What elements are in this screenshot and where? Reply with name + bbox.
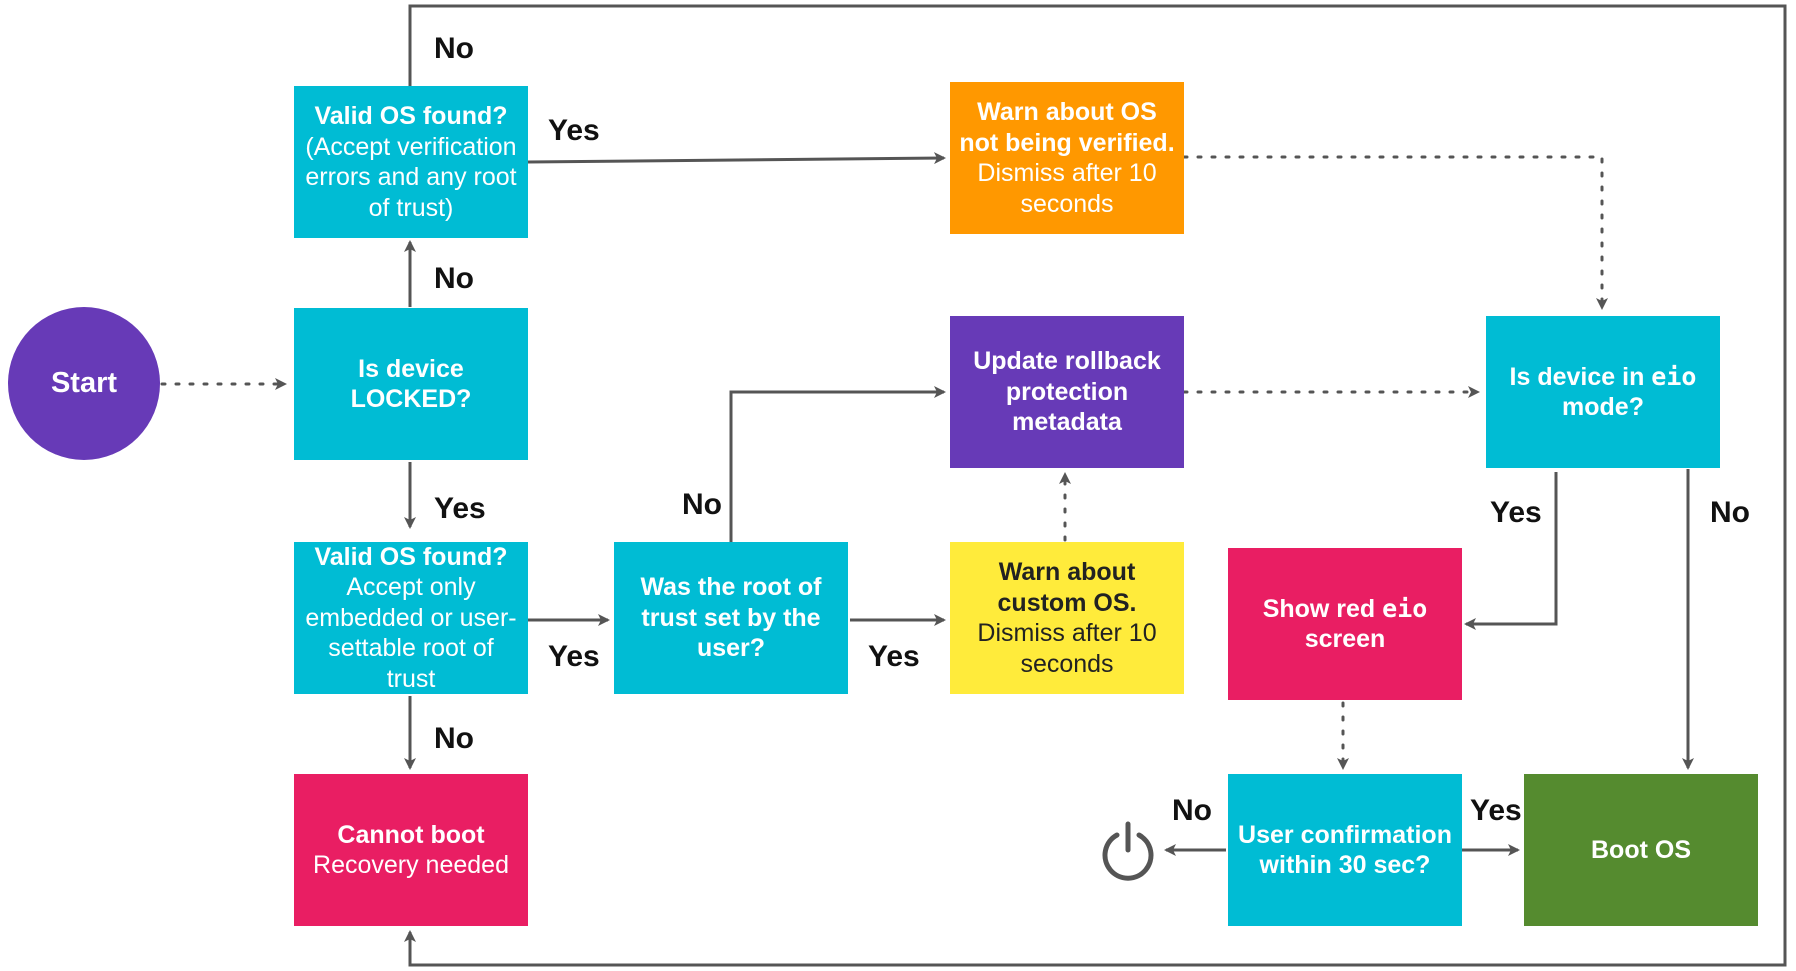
label-yes-root: Yes bbox=[868, 640, 920, 673]
cannot-boot-subtitle: Recovery needed bbox=[313, 851, 509, 879]
device-locked-title: Is device LOCKED? bbox=[350, 354, 472, 414]
user-confirm-node: User confirmation within 30 sec? bbox=[1228, 774, 1462, 926]
valid-os-unlocked-node: Valid OS found? (Accept verification err… bbox=[294, 86, 528, 238]
edge-warn-to-eio bbox=[1182, 155, 1608, 310]
edge-top-loop bbox=[404, 4, 1787, 967]
power-icon bbox=[1102, 821, 1154, 881]
device-locked-node: Is device LOCKED? bbox=[294, 308, 528, 460]
valid-os-locked-node: Valid OS found? Accept only embedded or … bbox=[294, 542, 528, 694]
rollback-node: Update rollback protection metadata bbox=[950, 316, 1184, 468]
label-yes-eio: Yes bbox=[1490, 496, 1542, 529]
warn-custom-subtitle: Dismiss after 10 seconds bbox=[977, 619, 1157, 678]
warn-unverified-node: Warn about OS not being verified. Dismis… bbox=[950, 82, 1184, 234]
start-node: Start bbox=[8, 307, 160, 460]
eio-mode-code: eio bbox=[1651, 361, 1697, 391]
label-no-eio: No bbox=[1710, 496, 1750, 529]
red-eio-code: eio bbox=[1382, 593, 1428, 623]
warn-custom-title: Warn about custom OS. bbox=[997, 558, 1137, 617]
eio-mode-title: Is device in eio mode? bbox=[1494, 362, 1712, 423]
eio-mode-node: Is device in eio mode? bbox=[1486, 316, 1720, 468]
warn-unverified-subtitle: Dismiss after 10 seconds bbox=[977, 159, 1157, 218]
label-no-confirm: No bbox=[1172, 794, 1212, 827]
valid-os-unlocked-title: Valid OS found? bbox=[314, 102, 508, 130]
label-yes-unlocked: Yes bbox=[548, 114, 600, 147]
start-label: Start bbox=[50, 366, 118, 399]
valid-os-locked-subtitle: Accept only embedded or user-settable ro… bbox=[305, 573, 517, 693]
red-eio-suffix: screen bbox=[1304, 625, 1386, 653]
edge-root-no bbox=[729, 386, 946, 542]
red-eio-prefix: Show red bbox=[1262, 594, 1383, 623]
boot-os-title: Boot OS bbox=[1591, 835, 1691, 864]
eio-mode-prefix: Is device in bbox=[1509, 362, 1652, 391]
label-no-top: No bbox=[434, 32, 474, 65]
warn-unverified-title: Warn about OS not being verified. bbox=[959, 98, 1175, 157]
root-of-trust-node: Was the root of trust set by the user? bbox=[614, 542, 848, 694]
user-confirm-title: User confirmation within 30 sec? bbox=[1238, 820, 1452, 880]
edge-unlocked-yes bbox=[527, 152, 946, 165]
red-eio-title: Show red eio screen bbox=[1236, 594, 1454, 655]
boot-os-node: Boot OS bbox=[1524, 774, 1758, 926]
valid-os-unlocked-subtitle: (Accept verification errors and any root… bbox=[305, 132, 517, 222]
rollback-title: Update rollback protection metadata bbox=[973, 347, 1161, 437]
red-eio-node: Show red eio screen bbox=[1228, 548, 1462, 700]
cannot-boot-title: Cannot boot bbox=[337, 820, 485, 849]
label-yes-confirm: Yes bbox=[1470, 794, 1522, 827]
cannot-boot-node: Cannot boot Recovery needed bbox=[294, 774, 528, 926]
warn-custom-node: Warn about custom OS. Dismiss after 10 s… bbox=[950, 542, 1184, 694]
valid-os-locked-title: Valid OS found? bbox=[314, 542, 508, 571]
eio-mode-suffix: mode? bbox=[1562, 393, 1644, 421]
label-yes-locked: Yes bbox=[434, 492, 486, 525]
label-no-valid: No bbox=[434, 722, 474, 755]
label-no-locked: No bbox=[434, 262, 474, 295]
label-no-root: No bbox=[682, 488, 722, 521]
edge-eio-yes bbox=[1464, 472, 1558, 630]
root-of-trust-title: Was the root of trust set by the user? bbox=[640, 573, 822, 663]
label-yes-valid: Yes bbox=[548, 640, 600, 673]
